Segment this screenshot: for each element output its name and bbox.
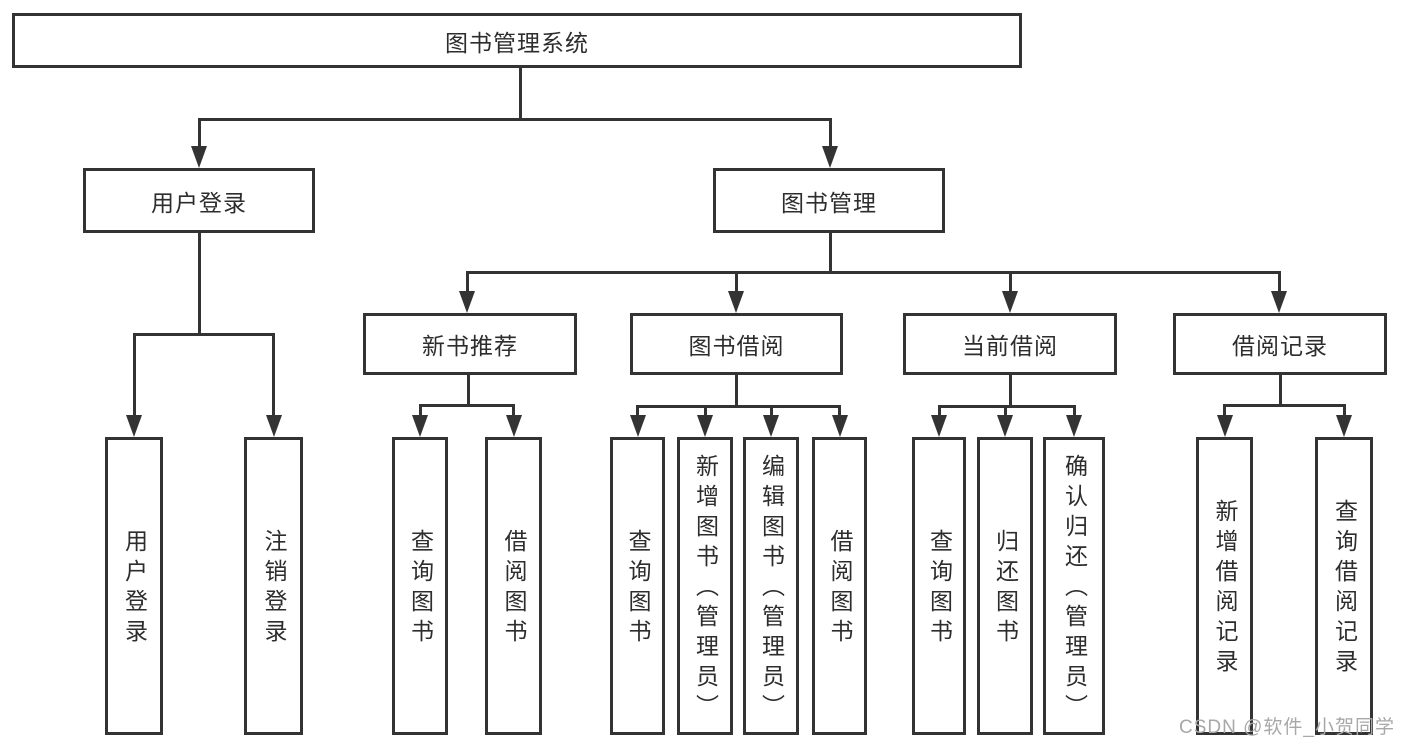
arrowhead-down-icon <box>1216 415 1233 437</box>
connector-line <box>197 233 201 335</box>
connector-line <box>1072 405 1076 417</box>
arrowhead-down-icon <box>126 415 142 437</box>
arrowhead-down-icon <box>459 291 475 313</box>
connector-line <box>636 405 841 408</box>
node-borrow-records: 借阅记录 <box>1173 313 1387 375</box>
connector-line <box>636 405 639 417</box>
connector-line <box>937 405 1076 408</box>
leaf-return-books: 归还图书 <box>977 437 1033 735</box>
arrowhead-down-icon <box>822 146 838 168</box>
node-book-management: 图书管理 <box>713 168 945 233</box>
leaf-add-books-admin: 新增图书（管理员） <box>677 437 733 735</box>
node-book-borrow: 图书借阅 <box>630 313 843 375</box>
connector-line <box>828 118 832 148</box>
connector-line <box>512 404 515 417</box>
arrowhead-down-icon <box>831 415 848 437</box>
connector-line <box>1008 375 1012 407</box>
connector-line <box>734 271 738 295</box>
leaf-user-login: 用户登录 <box>105 437 163 735</box>
arrowhead-down-icon <box>697 415 713 437</box>
connector-line <box>272 333 275 417</box>
arrowhead-down-icon <box>1002 291 1018 313</box>
connector-line <box>1003 405 1007 417</box>
leaf-borrow-books-recommend: 借阅图书 <box>485 437 542 735</box>
arrowhead-down-icon <box>1066 415 1082 437</box>
leaf-logout: 注销登录 <box>244 437 303 735</box>
leaf-query-borrow-record: 查询借阅记录 <box>1315 437 1373 735</box>
connector-line <box>838 405 841 417</box>
connector-line <box>828 233 832 273</box>
arrowhead-down-icon <box>931 415 947 437</box>
node-new-book-recommend: 新书推荐 <box>363 313 577 375</box>
connector-line <box>132 333 275 336</box>
connector-line <box>132 333 136 417</box>
connector-line <box>1223 404 1226 417</box>
connector-line <box>465 271 1281 274</box>
leaf-add-borrow-record: 新增借阅记录 <box>1196 437 1253 735</box>
connector-line <box>1008 271 1012 295</box>
arrowhead-down-icon <box>191 146 207 168</box>
arrowhead-down-icon <box>1271 291 1287 313</box>
connector-line <box>1277 271 1281 295</box>
connector-line <box>703 405 707 417</box>
arrowhead-down-icon <box>412 415 428 437</box>
leaf-confirm-return-admin: 确认归还（管理员） <box>1043 437 1105 735</box>
connector-line <box>937 405 941 417</box>
connector-line <box>465 271 469 295</box>
connector-line <box>466 375 470 406</box>
csdn-watermark: CSDN @软件_小贺同学 <box>1179 717 1395 738</box>
connector-line <box>519 68 522 120</box>
arrowhead-down-icon <box>1336 415 1352 437</box>
connector-line <box>734 375 738 407</box>
connector-line <box>1223 404 1346 407</box>
node-current-borrow: 当前借阅 <box>903 313 1117 375</box>
leaf-query-books-recommend: 查询图书 <box>392 437 448 735</box>
node-user-login: 用户登录 <box>83 168 315 233</box>
arrowhead-down-icon <box>997 415 1013 437</box>
connector-line <box>197 118 201 148</box>
leaf-edit-books-admin: 编辑图书（管理员） <box>743 437 799 735</box>
arrowhead-down-icon <box>265 415 282 437</box>
connector-line <box>197 118 832 121</box>
arrowhead-down-icon <box>728 291 744 313</box>
connector-line <box>1278 375 1282 406</box>
node-root: 图书管理系统 <box>12 13 1022 68</box>
leaf-query-books-current: 查询图书 <box>912 437 966 735</box>
connector-line <box>769 405 773 417</box>
arrowhead-down-icon <box>629 415 646 437</box>
arrowhead-down-icon <box>763 415 779 437</box>
leaf-query-books-borrow: 查询图书 <box>610 437 665 735</box>
connector-line <box>418 404 515 407</box>
leaf-borrow-books: 借阅图书 <box>812 437 867 735</box>
arrowhead-down-icon <box>505 415 522 437</box>
connector-line <box>418 404 422 417</box>
connector-line <box>1342 404 1346 417</box>
